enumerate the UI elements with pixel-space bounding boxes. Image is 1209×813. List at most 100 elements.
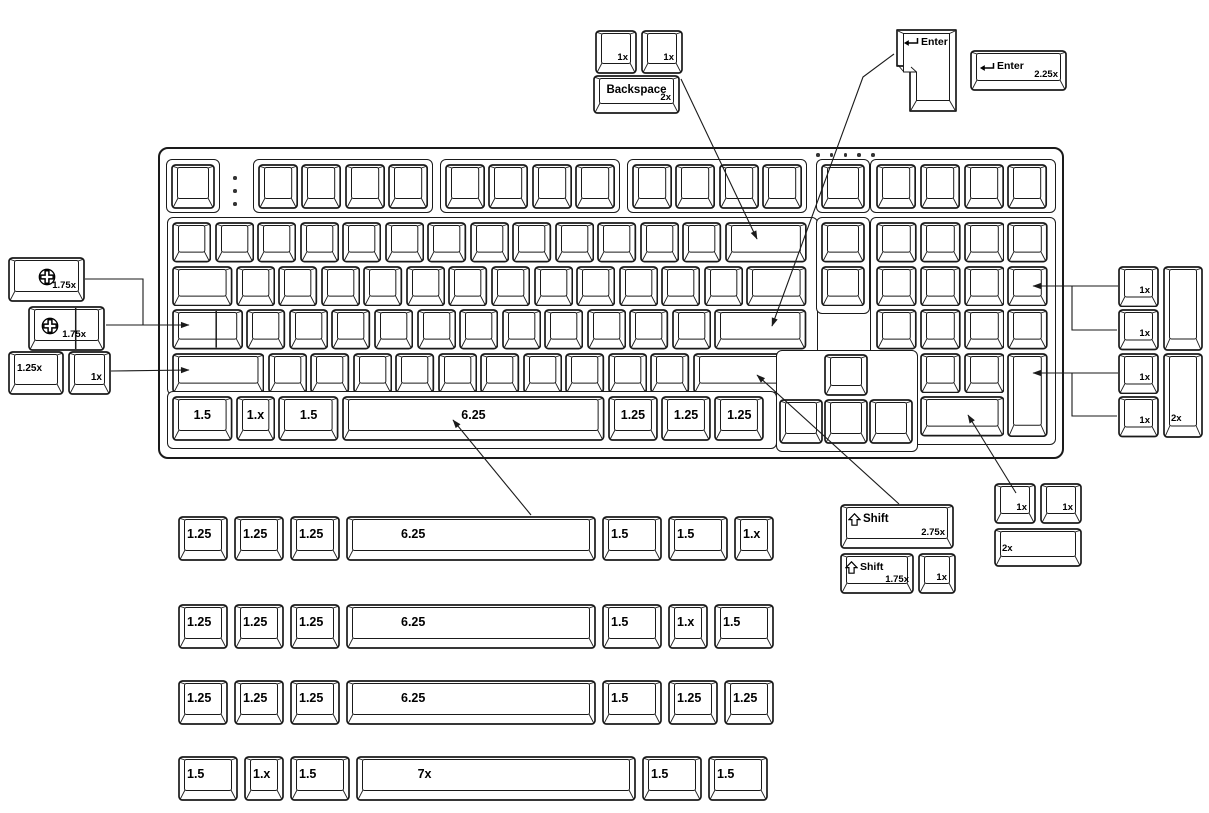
zero-split-right-keycap: 1x [1040, 483, 1082, 524]
key-label: 1.75x [885, 573, 909, 585]
left-shift-keycap [172, 352, 265, 394]
keycap [416, 309, 456, 350]
function-keycap [258, 163, 299, 209]
function-keycap [344, 163, 385, 209]
keycap [597, 222, 637, 263]
numpad-keycap [919, 222, 961, 263]
key-label [8, 257, 85, 296]
numpad-keycap [963, 222, 1005, 263]
numpad-enter-bottom-keycap: 1x [1118, 396, 1159, 438]
numpad-keycap [876, 222, 917, 263]
keycap [650, 352, 690, 394]
shift-arrow-icon [848, 513, 861, 526]
key-label: 2.75x [921, 526, 945, 538]
bottom-row-keycap: 1.25 [714, 396, 765, 442]
numpad-keycap [919, 265, 961, 307]
spare-keycap: 1.25 [234, 516, 284, 561]
function-keycap [675, 163, 716, 209]
keycap [395, 352, 435, 394]
keycap [172, 222, 212, 263]
keycap [640, 222, 680, 263]
keycap [437, 352, 478, 394]
key-label: 1x [1016, 501, 1027, 513]
function-keycap [632, 163, 673, 209]
plus-cross-icon [38, 268, 55, 285]
spare-spacebar-keycap: 7x [356, 756, 636, 801]
key-label-text: Enter [997, 60, 1024, 73]
key-label: 2x [1002, 542, 1013, 554]
indicator-led-dot [233, 176, 237, 180]
key-size-label: 1.25 [620, 407, 646, 422]
key-size-label: 1.x [743, 527, 761, 542]
key-label [28, 306, 73, 345]
split-backspace-right-keycap: 1x [641, 30, 683, 74]
key-size-label: 1.5 [677, 527, 695, 542]
split-backspace-left-keycap: 1x [595, 30, 637, 74]
keycap [523, 352, 563, 394]
keycap [565, 352, 605, 394]
keycap [618, 265, 658, 307]
indicator-led-dot [843, 153, 848, 157]
spare-keycap: 1.5 [602, 604, 662, 649]
indicator-led-dot [233, 189, 237, 193]
spacebar-keycap: 6.25 [342, 396, 605, 442]
spare-keycap: 1.5 [714, 604, 774, 649]
spare-keycap: 1.x [668, 604, 708, 649]
keycap [321, 265, 361, 307]
key-size-label: 1.25 [299, 691, 324, 706]
function-keycap [488, 163, 529, 209]
zero-2x-keycap: 2x [994, 528, 1082, 567]
key-label: 1.75x [52, 279, 76, 291]
numpad-top-keycap [919, 163, 960, 209]
numpad-keycap [1007, 222, 1049, 263]
zero-split-left-keycap: 1x [994, 483, 1036, 524]
bottom-row-keycap: 1.25 [608, 396, 658, 442]
mod-125-keycap: 1.25x [8, 351, 64, 395]
spare-keycap: 1.25 [178, 680, 228, 725]
key-size-label: 1.25 [727, 407, 752, 422]
keycap [459, 309, 499, 350]
bottom-row-keycap: 1.5 [172, 396, 233, 442]
line-plus-bracket [1071, 286, 1117, 331]
key-size-label: 1.25 [299, 527, 324, 542]
spare-keycap: 1.5 [290, 756, 350, 801]
keycap [352, 352, 392, 394]
key-label: 2x [660, 91, 671, 103]
keycap [544, 309, 584, 350]
key-label: 1x [1139, 328, 1150, 339]
key-label: Shift [848, 513, 889, 526]
keycap [342, 222, 382, 263]
return-arrow-icon [903, 38, 919, 47]
keycap [374, 309, 414, 350]
key-size-label: 1.25 [187, 691, 212, 706]
keycap [533, 265, 573, 307]
plus-cross-icon [41, 317, 59, 334]
key-label: 1x [663, 51, 674, 63]
side-keycap [821, 265, 865, 307]
keycap [363, 265, 403, 307]
keycap [384, 222, 424, 263]
keycap [257, 222, 297, 263]
key-size-label: 7x [417, 767, 432, 782]
spare-keycap: 1.25 [234, 604, 284, 649]
shift-arrow-icon [845, 561, 858, 574]
key-size-label: 1.5 [717, 767, 735, 782]
numpad-keycap [876, 265, 917, 307]
keycap [682, 222, 722, 263]
keycap [267, 352, 307, 394]
spare-keycap: 1.25 [178, 516, 228, 561]
function-keycap [388, 163, 428, 209]
keycap [586, 309, 626, 350]
key-label-text: Enter [921, 36, 948, 48]
keycap [289, 309, 329, 350]
spare-keycap: 1.5 [642, 756, 702, 801]
function-keycap [762, 163, 802, 209]
spare-keycap: 1.25 [234, 680, 284, 725]
backslash-keycap [746, 265, 807, 307]
bottom-row-keycap: 1.x [235, 396, 275, 442]
key-size-label: 1.5 [651, 767, 669, 782]
key-size-label: 1.25 [243, 691, 268, 706]
return-arrow-icon [979, 62, 995, 71]
key-label: 1.25x [17, 363, 43, 374]
